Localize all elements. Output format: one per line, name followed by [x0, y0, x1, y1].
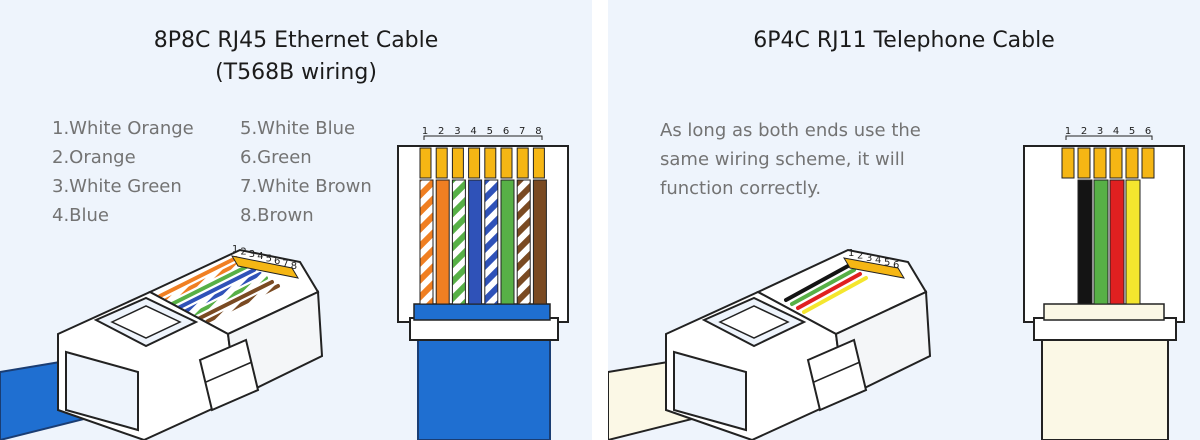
rj11-note: As long as both ends use the same wiring…	[660, 120, 921, 199]
rj45-contact-5	[484, 147, 497, 179]
rj11-pin-number-1: 1	[1065, 126, 1071, 137]
rj45-contact-4	[468, 147, 481, 179]
rj11-angled-pin-number-2: 2	[857, 250, 863, 261]
rj11-wire-2	[1077, 179, 1093, 305]
rj45-wire-3	[451, 179, 466, 305]
rj11-angled-pin-number-6: 6	[893, 260, 899, 271]
rj45-contact-7	[516, 147, 529, 179]
rj45-angled-pin-number-5: 5	[266, 254, 272, 265]
rj11-front-contacts	[1061, 147, 1155, 179]
rj11-contact-4	[1109, 147, 1123, 179]
legend-item-2: 2.Orange	[52, 147, 136, 168]
rj45-pin-number-5: 5	[487, 126, 493, 137]
legend-item-4: 4.Blue	[52, 205, 110, 226]
rj11-pin-number-6: 6	[1145, 126, 1151, 137]
rj45-wire-6	[500, 179, 515, 305]
rj11-panel: 6P4C RJ11 Telephone Cable As long as bot…	[608, 0, 1200, 440]
rj45-pin-number-1: 1	[422, 126, 428, 137]
rj45-pin-number-3: 3	[454, 126, 460, 137]
rj11-angled-pin-number-5: 5	[884, 258, 890, 269]
rj45-title-line1: 8P8C RJ45 Ethernet Cable	[153, 28, 439, 53]
rj45-panel: 8P8C RJ45 Ethernet Cable (T568B wiring) …	[0, 0, 592, 440]
rj45-pin-number-4: 4	[470, 126, 476, 137]
rj11-angled-wires	[784, 264, 868, 314]
rj45-contact-8	[532, 147, 545, 179]
rj45-angled-pin-number-8: 8	[291, 261, 297, 272]
rj11-wire-4	[1109, 179, 1125, 305]
rj45-title-line2: (T568B wiring)	[215, 60, 377, 85]
rj45-wire-1	[419, 179, 434, 305]
rj11-front-wires	[1077, 179, 1141, 305]
rj45-contact-2	[435, 147, 448, 179]
rj11-contact-5	[1125, 147, 1139, 179]
rj45-angled-pin-number-1: 1	[232, 244, 238, 255]
rj11-contact-3	[1093, 147, 1107, 179]
rj11-wire-3	[1093, 179, 1109, 305]
rj45-wire-5	[484, 179, 499, 305]
rj45-pin-number-6: 6	[503, 126, 509, 137]
rj45-wire-8	[532, 179, 547, 305]
legend-item-8: 8.Brown	[240, 205, 314, 226]
rj11-angled-pin-number-1: 1	[848, 248, 854, 259]
rj45-angled-pin-number-4: 4	[257, 251, 263, 262]
legend-item-1: 1.White Orange	[52, 118, 194, 139]
rj45-wire-7	[516, 179, 531, 305]
rj45-angled-wires	[158, 256, 280, 326]
rj11-pin-number-2: 2	[1081, 126, 1087, 137]
legend-item-7: 7.White Brown	[240, 176, 372, 197]
rj45-contact-6	[500, 147, 513, 179]
rj11-angled-pin-number-3: 3	[866, 253, 872, 264]
rj45-angled-pin-number-6: 6	[274, 256, 280, 267]
rj45-wire-2	[435, 179, 450, 305]
rj11-contact-1	[1061, 147, 1075, 179]
rj11-contact-6	[1141, 147, 1155, 179]
rj45-front-wires	[419, 179, 547, 305]
legend-item-3: 3.White Green	[52, 176, 182, 197]
rj45-angled-pin-number-3: 3	[249, 249, 255, 260]
rj45-angled-pin-number-7: 7	[282, 258, 288, 269]
rj11-angled-pin-number-4: 4	[875, 255, 881, 266]
legend-item-5: 5.White Blue	[240, 118, 356, 139]
rj45-pin-number-7: 7	[519, 126, 525, 137]
rj11-pin-number-5: 5	[1129, 126, 1135, 137]
rj45-pin-number-2: 2	[438, 126, 444, 137]
rj11-title: 6P4C RJ11 Telephone Cable	[753, 28, 1055, 53]
rj45-front-contacts	[419, 147, 545, 179]
rj11-contact-2	[1077, 147, 1091, 179]
rj45-contact-1	[419, 147, 432, 179]
rj45-angled-pin-number-2: 2	[240, 246, 246, 257]
rj45-contact-3	[451, 147, 464, 179]
rj45-wire-4	[468, 179, 483, 305]
rj11-pin-number-4: 4	[1113, 126, 1119, 137]
rj11-pin-number-3: 3	[1097, 126, 1103, 137]
legend-item-6: 6.Green	[240, 147, 312, 168]
rj45-pin-number-8: 8	[535, 126, 541, 137]
rj11-wire-5	[1125, 179, 1141, 305]
